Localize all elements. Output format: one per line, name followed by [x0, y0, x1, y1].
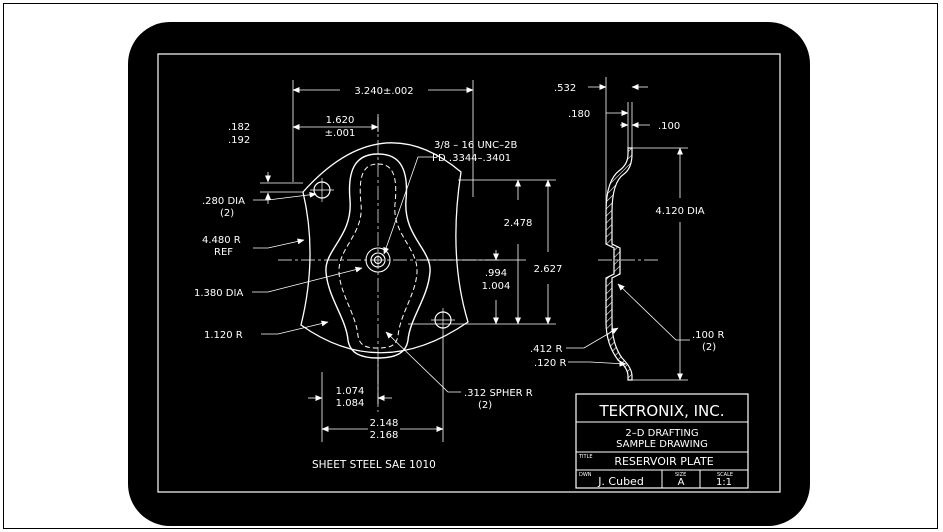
dim-hole-dia: .280 DIA — [202, 196, 245, 207]
drawing-screen: 3.240±.002 1.620 ±.001 .182 .192 .280 DI… — [128, 22, 810, 526]
dim-fillet-qty: (2) — [702, 342, 716, 353]
dim-side-dia: 4.120 DIA — [655, 206, 704, 217]
subtitle-line2: SAMPLE DRAWING — [616, 439, 708, 450]
dim-thread-pd: PD .3344–.3401 — [432, 153, 511, 164]
dim-overall-width: 3.240±.002 — [354, 86, 413, 97]
drawn-label: DWN — [579, 472, 592, 478]
dim-hole-spacing-a: 2.148 — [370, 418, 399, 429]
dim-height-a: 2.478 — [504, 218, 533, 229]
dim-half-width: 1.620 — [326, 115, 355, 126]
material-note: SHEET STEEL SAE 1010 — [312, 459, 436, 471]
size-value: A — [678, 477, 685, 488]
scale-value: 1:1 — [716, 477, 732, 488]
drawing-title: RESERVOIR PLATE — [614, 455, 713, 468]
title-block: TEKTRONIX, INC. 2–D DRAFTING SAMPLE DRAW… — [575, 393, 749, 489]
dim-side-step: .180 — [568, 109, 590, 120]
title-label: TITLE — [578, 454, 593, 460]
dim-outer-radius-note: REF — [214, 247, 233, 258]
dim-bend-radius-outer: .412 R — [530, 344, 562, 355]
dim-outer-radius: 4.480 R — [202, 235, 241, 246]
side-dimension-lines — [566, 77, 690, 381]
company-name: TEKTRONIX, INC. — [598, 402, 724, 420]
dim-lobe-offset-a: 1.074 — [336, 386, 365, 397]
front-dimension-lines — [252, 80, 556, 442]
dim-center-offset-a: .994 — [485, 268, 507, 279]
dim-side-thickness: .100 — [658, 121, 680, 132]
dim-spher-radius: .312 SPHER R — [464, 388, 533, 399]
dim-half-width-tol: ±.001 — [325, 128, 356, 139]
dim-bend-radius-inner: .120 R — [534, 358, 566, 369]
engineering-drawing: 3.240±.002 1.620 ±.001 .182 .192 .280 DI… — [157, 53, 781, 493]
dim-top-offset-b: .192 — [228, 135, 250, 146]
dim-spher-qty: (2) — [478, 400, 492, 411]
side-view — [598, 147, 658, 381]
scale-label: SCALE — [717, 472, 733, 478]
dim-lobe-offset-b: 1.084 — [336, 398, 365, 409]
dim-center-dia: 1.380 DIA — [194, 288, 243, 299]
dim-thread-spec: 3/8 – 16 UNC–2B — [434, 140, 517, 151]
dim-top-offset-a: .182 — [228, 122, 250, 133]
dim-lobe-radius: 1.120 R — [204, 330, 243, 341]
dim-hole-qty: (2) — [220, 208, 234, 219]
dim-height-b: 2.627 — [534, 264, 563, 275]
subtitle-line1: 2–D DRAFTING — [625, 428, 698, 439]
drawn-by: J. Cubed — [597, 475, 644, 488]
dimension-labels: 3.240±.002 1.620 ±.001 .182 .192 .280 DI… — [194, 83, 724, 471]
dim-center-offset-b: 1.004 — [482, 281, 511, 292]
dim-hole-spacing-b: 2.168 — [370, 430, 399, 441]
dim-side-depth: .532 — [554, 83, 576, 94]
page-frame — [3, 3, 938, 529]
dim-fillet-radius: .100 R — [692, 330, 724, 341]
drawing-border — [157, 53, 781, 493]
size-label: SIZE — [675, 472, 686, 478]
